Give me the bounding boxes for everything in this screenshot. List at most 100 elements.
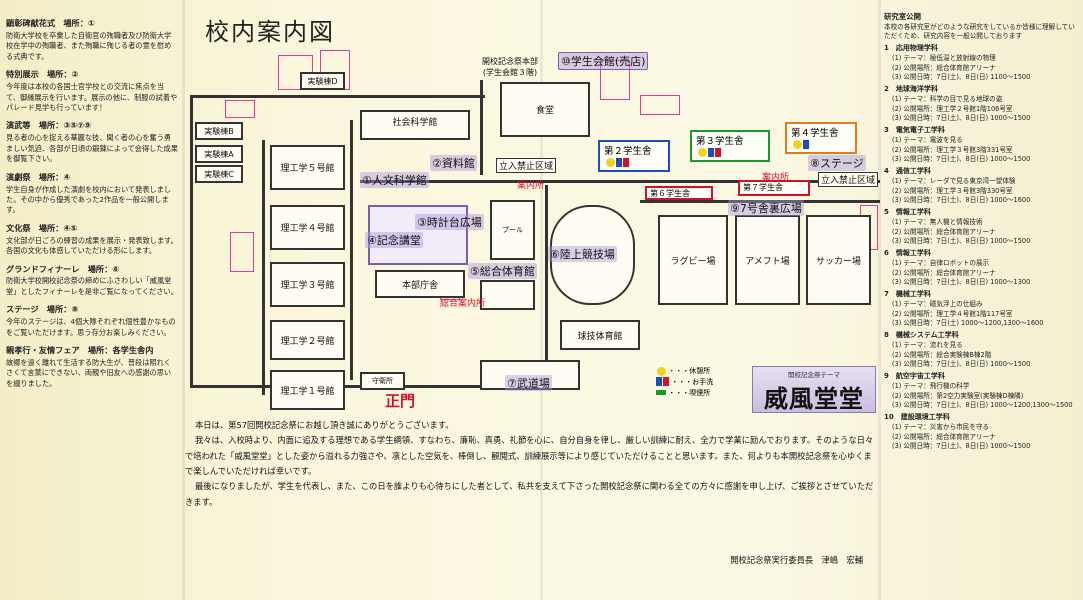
dept-line: (1) テーマ：科学の目で見る地球の姿 bbox=[892, 95, 1003, 104]
building-honbu[interactable]: 本部庁舎 bbox=[375, 270, 465, 298]
legend-item: ・・・お手洗 bbox=[655, 377, 745, 388]
building-label: 実験棟C bbox=[204, 169, 234, 179]
smoking-icon bbox=[656, 390, 666, 396]
dept-line: (3) 公開日時：7日(土)、8日(日) 1000〜1500 bbox=[892, 154, 1031, 163]
dorm-label: 第２学生舎 bbox=[604, 146, 652, 157]
event-title: 顕彰碑献花式 場所：① bbox=[6, 18, 95, 28]
dorm-label: 第６学生舎 bbox=[650, 189, 690, 198]
building-riko1[interactable]: 理工学１号館 bbox=[270, 370, 345, 410]
dept-line: (1) テーマ：無人機と情報技術 bbox=[892, 218, 983, 227]
dorm7-plaza-label[interactable]: ⑨7号舎裏広場 bbox=[728, 200, 804, 216]
building-kinenkodo[interactable] bbox=[368, 205, 468, 265]
road bbox=[190, 95, 485, 98]
dept-item: 5 情報工学科(1) テーマ：無人機と情報技術(2) 公開場所：総合体育館アリー… bbox=[884, 208, 1076, 246]
building-riko2[interactable]: 理工学２号館 bbox=[270, 320, 345, 360]
road bbox=[262, 140, 265, 395]
pink-outline bbox=[230, 232, 254, 272]
event-title: 演武等 場所：③⑤⑦⑨ bbox=[6, 120, 92, 131]
dept-item: 2 地球海洋学科(1) テーマ：科学の目で見る地球の姿(2) 公開場所：理工学２… bbox=[884, 85, 1076, 123]
building-label: 球技体育館 bbox=[577, 331, 623, 342]
building-label: 実験棟A bbox=[204, 149, 234, 159]
dept-line: (2) 公開場所：総合体育館アリーナ bbox=[892, 268, 996, 277]
fold-line bbox=[878, 0, 881, 600]
annai-label: 案内所 bbox=[762, 173, 790, 183]
smile-icon bbox=[657, 366, 666, 376]
dept-title: 9 航空宇宙工学科 bbox=[884, 372, 945, 381]
building-pool[interactable]: プール bbox=[490, 200, 535, 260]
dept-item: 7 機械工学科(1) テーマ：磁気浮上の仕組み(2) 公開場所：理工学４号館1階… bbox=[884, 290, 1076, 328]
dept-line: (2) 公開場所：理工学２号館1階106号室 bbox=[892, 104, 1013, 113]
stage-label[interactable]: ⑧ステージ bbox=[808, 155, 866, 171]
track-rikujo[interactable] bbox=[550, 205, 635, 305]
field-soccer[interactable]: サッカー場 bbox=[806, 215, 871, 305]
field-label: アメフト場 bbox=[745, 256, 790, 267]
dorm-3[interactable]: 第３学生舎 bbox=[690, 130, 770, 162]
road bbox=[480, 80, 483, 175]
road bbox=[545, 185, 548, 385]
legend-label: 喫煙所 bbox=[689, 388, 711, 397]
building-label: 理工学１号館 bbox=[280, 386, 335, 397]
event-desc: 文化部が日ごろの練習の成果を展示・発表致します。各国の文化も体感していただける形… bbox=[6, 235, 178, 256]
sogo-label[interactable]: ⑤総合体育館 bbox=[468, 263, 537, 279]
dorm-7[interactable]: 第７学生舎 bbox=[738, 180, 810, 196]
building-jikken-d[interactable]: 実験棟D bbox=[300, 72, 345, 90]
field-rugby[interactable]: ラグビー場 bbox=[658, 215, 728, 305]
dept-line: (1) テーマ：飛行機の科学 bbox=[892, 382, 970, 391]
dept-item: 1 応用物理学科(1) テーマ：極低温と放射線の物理(2) 公開場所：総合体育館… bbox=[884, 44, 1076, 82]
event-desc: 防衛大学校開校記念祭の締めにふさわしい「威風堂堂」としたフィナーレを是非ご覧にな… bbox=[6, 276, 178, 296]
event-desc: 故郷を遠く離れて生活する防大生が、普段は照れくさくて言葉にできない、両親や旧友へ… bbox=[6, 358, 172, 388]
event-desc: 見る者の心を捉える華麗な技、聞く者の心を奮う勇ましい気迫、各部が日頃の鍛錬によっ… bbox=[6, 133, 178, 164]
legend-item: ・・・休憩所 bbox=[655, 366, 745, 377]
shiryokan-label[interactable]: ②資料館 bbox=[430, 155, 477, 171]
road bbox=[360, 180, 880, 183]
tokeidai-label[interactable]: ③時計台広場 bbox=[415, 214, 484, 230]
field-label: サッカー場 bbox=[815, 256, 861, 267]
gakuseikaikan-label[interactable]: ⑩学生会館(売店) bbox=[558, 52, 649, 70]
building-label: 食堂 bbox=[535, 106, 554, 116]
pink-outline bbox=[225, 100, 255, 118]
building-riko3[interactable]: 理工学３号館 bbox=[270, 262, 345, 307]
budo-label[interactable]: ⑦武道場 bbox=[505, 375, 552, 391]
building-shokudo[interactable]: 食堂 bbox=[500, 82, 590, 137]
building-riko4[interactable]: 理工学４号館 bbox=[270, 205, 345, 250]
building-riko5[interactable]: 理工学５号館 bbox=[270, 145, 345, 190]
message-paragraph: 本日は、第57回開校記念祭にお越し頂き誠にありがとうございます。 bbox=[194, 420, 454, 430]
theme-subtitle: 開校記念祭テーマ bbox=[788, 371, 840, 379]
building-budo[interactable] bbox=[480, 360, 580, 390]
dorm-6[interactable]: 第６学生舎 bbox=[645, 186, 713, 200]
building-kyugi[interactable]: 球技体育館 bbox=[560, 320, 640, 350]
building-jikken-b[interactable]: 実験棟B bbox=[195, 122, 243, 140]
dept-line: (1) テーマ：極低温と放射線の物理 bbox=[892, 54, 996, 63]
dept-title: 10 建設環境工学科 bbox=[884, 413, 950, 422]
dept-title: 8 機械システム工学科 bbox=[884, 331, 959, 340]
dept-title: 6 情報工学科 bbox=[884, 249, 931, 258]
kinen-honbu-title: 開校記念祭本部 bbox=[482, 57, 538, 66]
road bbox=[640, 200, 880, 203]
rikujo-label[interactable]: ⑥陸上競技場 bbox=[548, 246, 617, 262]
dept-line: (1) テーマ：流れを見る bbox=[892, 341, 963, 350]
building-label: 本部庁舎 bbox=[401, 280, 438, 291]
building-label: 実験棟B bbox=[204, 126, 234, 136]
dorm-4[interactable]: 第４学生舎 bbox=[785, 122, 857, 154]
building-jikken-c[interactable]: 実験棟C bbox=[195, 165, 243, 183]
field-amefuto[interactable]: アメフト場 bbox=[735, 215, 800, 305]
dept-item: 3 電気電子工学科(1) テーマ：電波を見る(2) 公開場所：理工学３号館3階3… bbox=[884, 126, 1076, 164]
building-sogo[interactable] bbox=[480, 280, 535, 310]
dept-item: 4 通信工学科(1) テーマ：レーダで見る東京湾一望体験(2) 公開場所：理工学… bbox=[884, 167, 1076, 205]
legend-label: お手洗 bbox=[692, 377, 714, 386]
jinbun-label[interactable]: ①人文科学館 bbox=[360, 172, 429, 188]
building-shuei[interactable]: 守衛所 bbox=[360, 372, 405, 390]
dept-line: (2) 公開場所：理工学３号館3階331号室 bbox=[892, 145, 1013, 154]
smile-icon bbox=[793, 140, 802, 149]
road bbox=[190, 95, 193, 385]
restroom-icon bbox=[715, 148, 721, 157]
event-title: 特別展示 場所：② bbox=[6, 69, 79, 80]
building-jikken-a[interactable]: 実験棟A bbox=[195, 145, 243, 163]
building-shakai[interactable]: 社会科学館 bbox=[360, 110, 470, 140]
kinenkodo-label[interactable]: ④記念講堂 bbox=[365, 232, 423, 248]
dorm-1[interactable]: 第２学生舎 bbox=[598, 140, 670, 172]
